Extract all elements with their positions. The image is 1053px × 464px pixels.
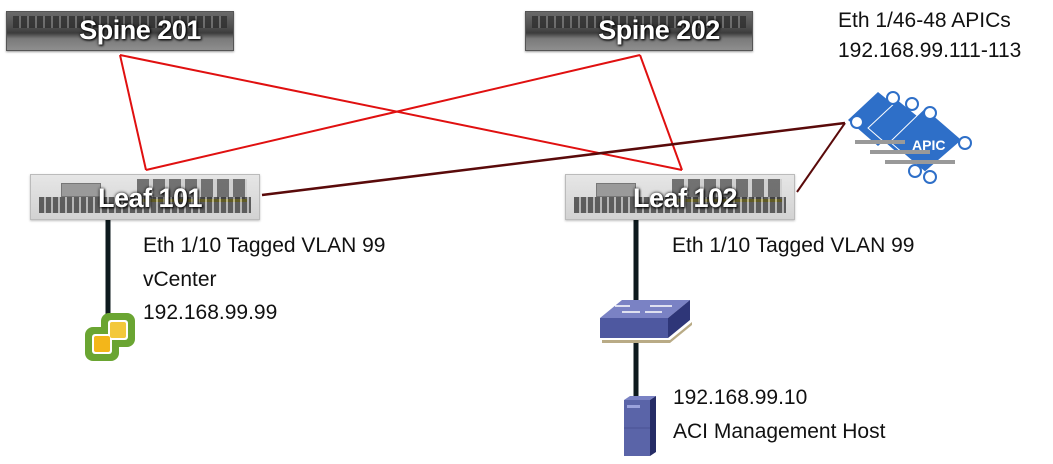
apic-cluster-icon: APIC xyxy=(848,91,972,184)
vcenter-icon xyxy=(85,313,135,361)
access-switch-icon xyxy=(600,300,692,343)
leaf101-port-text: Eth 1/10 Tagged VLAN 99 xyxy=(143,234,386,257)
spine-201-label: Spine 201 xyxy=(79,15,201,45)
host-name-text: ACI Management Host xyxy=(673,420,886,443)
leaf-uplink-ports xyxy=(137,179,247,199)
link-spine202-leaf102 xyxy=(639,54,683,171)
spine-ports xyxy=(532,16,746,28)
link-spine202-leaf101 xyxy=(145,54,641,171)
leaf-101[interactable]: Leaf 101 xyxy=(30,174,260,220)
link-leaf102-apic xyxy=(796,122,846,193)
leaf-102-label: Leaf 102 xyxy=(632,183,738,213)
spine-202[interactable]: Spine 202 xyxy=(525,11,753,51)
host-ip-text: 192.168.99.10 xyxy=(673,386,808,409)
vcenter-name-text: vCenter xyxy=(143,268,217,291)
leaf-panel xyxy=(61,183,101,197)
spine-ports xyxy=(13,16,227,28)
spine-201[interactable]: Spine 201 xyxy=(6,11,234,51)
leaf-ports xyxy=(39,197,251,213)
leaf-panel xyxy=(596,183,636,197)
vcenter-ip-text: 192.168.99.99 xyxy=(143,301,278,324)
apic-label: APIC xyxy=(912,137,945,153)
link-spine201-leaf102 xyxy=(119,54,683,171)
leaf-uplink-ports xyxy=(672,179,782,199)
apic-ip-text: 192.168.99.111-113 xyxy=(838,39,1022,62)
spine-202-label: Spine 202 xyxy=(598,15,720,45)
leaf-ports xyxy=(574,197,786,213)
link-leaf101-apic xyxy=(261,121,846,197)
link-spine201-leaf101 xyxy=(119,54,147,171)
leaf-102[interactable]: Leaf 102 xyxy=(565,174,795,220)
server-host-icon xyxy=(624,396,656,456)
leaf-101-label: Leaf 101 xyxy=(97,183,203,213)
apic-port-text: Eth 1/46-48 APICs xyxy=(838,9,1011,32)
leaf102-port-text: Eth 1/10 Tagged VLAN 99 xyxy=(672,234,915,257)
